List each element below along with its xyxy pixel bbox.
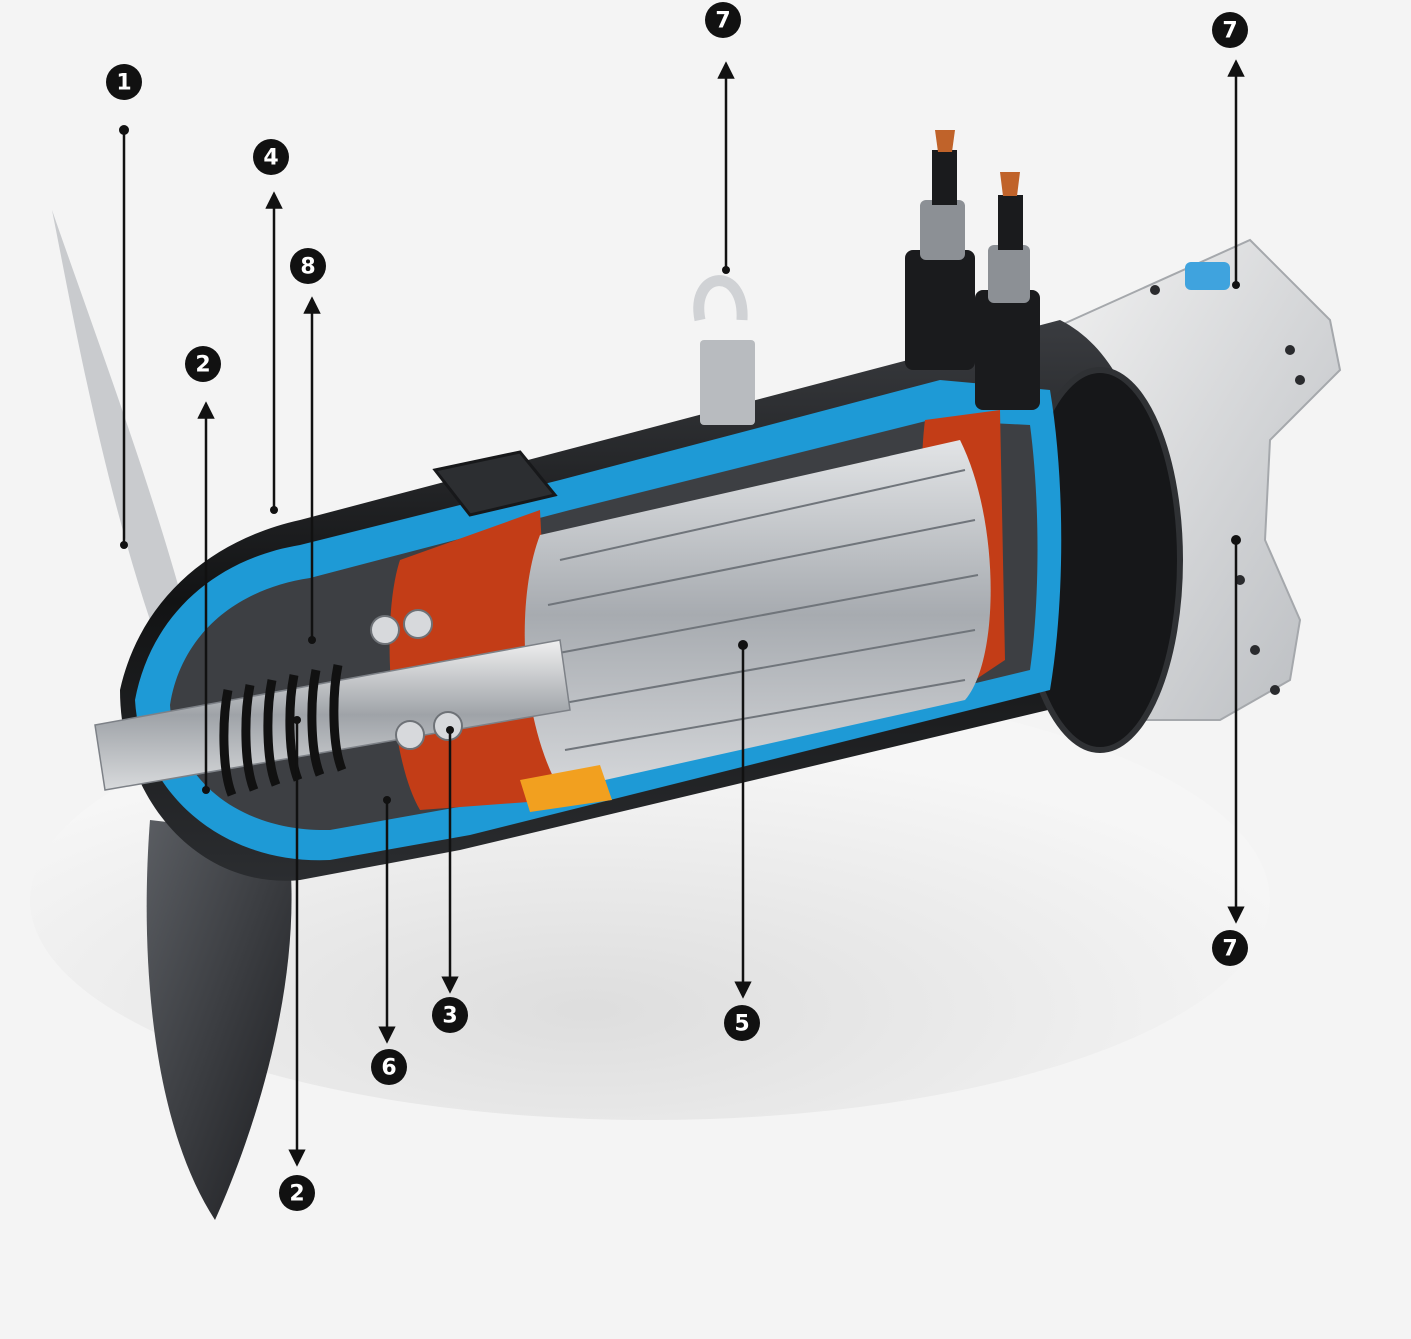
junction-box-lid — [432, 450, 558, 517]
callout-2-lower-number: 2 — [289, 1182, 304, 1207]
callout-8-number: 8 — [300, 255, 315, 280]
leader-lines — [122, 59, 1245, 1167]
callout-4-number: 4 — [263, 146, 278, 171]
callout-2-upper: 2 — [185, 346, 221, 382]
propeller-blade-lower — [146, 820, 292, 1220]
callout-1: 1 — [106, 64, 142, 100]
callout-7-bottom: 7 — [1212, 930, 1248, 966]
lifting-shackle — [693, 275, 748, 322]
propeller-blade-upper — [52, 210, 185, 620]
callout-5: 5 — [724, 1005, 760, 1041]
shackle-base — [700, 340, 755, 425]
callout-2-upper-number: 2 — [195, 353, 210, 378]
bearing-balls — [370, 609, 463, 750]
mechanical-seal — [219, 664, 347, 797]
callout-5-number: 5 — [734, 1012, 749, 1037]
callout-8: 8 — [290, 248, 326, 284]
callout-4: 4 — [253, 139, 289, 175]
callout-7-bottom-number: 7 — [1222, 937, 1237, 962]
oil-chamber-insert — [520, 765, 612, 812]
callout-2-lower: 2 — [279, 1175, 315, 1211]
callout-6-number: 6 — [381, 1056, 396, 1081]
callout-3-number: 3 — [442, 1004, 457, 1029]
callout-7-top-number: 7 — [715, 9, 730, 34]
callout-3: 3 — [432, 997, 468, 1033]
rotor-lamination-lines — [547, 469, 979, 751]
cable-glands — [905, 130, 1040, 410]
leader-dots — [119, 125, 1241, 804]
callout-7-right-number: 7 — [1222, 19, 1237, 44]
bracket-bolts — [1150, 285, 1305, 695]
callout-7-right: 7 — [1212, 12, 1248, 48]
callout-1-number: 1 — [116, 71, 131, 96]
callout-6: 6 — [371, 1049, 407, 1085]
callout-7-top: 7 — [705, 2, 741, 38]
bracket-connector — [1185, 262, 1230, 290]
